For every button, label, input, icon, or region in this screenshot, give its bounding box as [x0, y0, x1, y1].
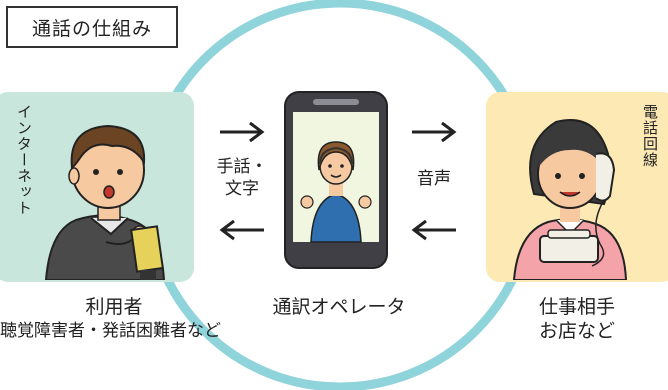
arrow-right-icon: [220, 121, 265, 143]
arrow-left-icon: [411, 219, 456, 241]
smartphone-illustration: [284, 91, 388, 269]
voice-label: 音声: [417, 169, 451, 189]
user-illustration: [44, 124, 166, 280]
user-name: 利用者: [85, 296, 143, 318]
partner-name: 仕事相手: [538, 296, 615, 318]
arrow-left-icon: [219, 219, 264, 241]
user-subtitle: 聴覚障害者・発話困難者など: [0, 321, 221, 341]
operator-name: 通訳オペレータ: [272, 296, 406, 318]
internet-label: インターネット: [15, 104, 33, 216]
arrow-right-icon: [412, 121, 457, 143]
diagram-title: 通話の仕組み: [6, 6, 178, 48]
partner-subtitle: お店など: [538, 320, 615, 342]
sign-text-label: 手話・文字: [216, 157, 268, 199]
partner-illustration: [512, 119, 628, 280]
phone-line-label: 電話回線: [641, 104, 659, 168]
